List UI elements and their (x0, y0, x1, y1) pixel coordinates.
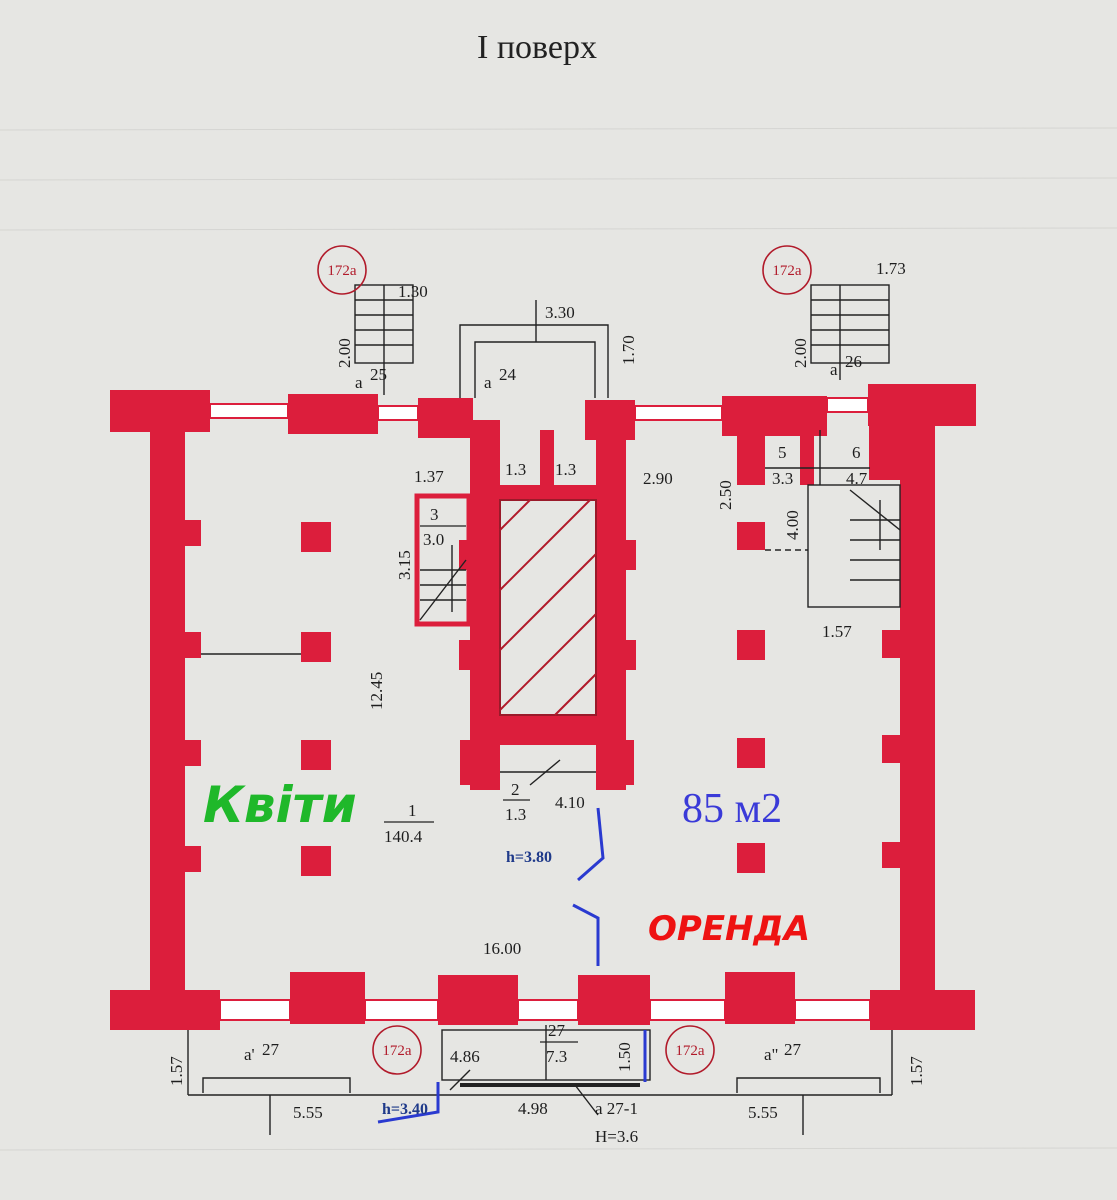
building-ref-bottom-left: 172а (382, 1043, 412, 1059)
overlay-flowers: Квіти (203, 776, 357, 834)
annex-a26-number: 26 (845, 352, 862, 371)
dim-4-86: 4.86 (450, 1047, 480, 1066)
dim-4-00: 4.00 (783, 510, 802, 540)
page-title: І поверх (477, 29, 597, 66)
walls (110, 384, 976, 1030)
dim-2-50: 2.50 (716, 480, 735, 510)
annex-a27-right-letter: а" (764, 1045, 779, 1064)
dim-16-00: 16.00 (483, 939, 521, 958)
annex-a27-left-number: 27 (262, 1040, 280, 1059)
room-2-area: 1.3 (505, 805, 526, 824)
overlay-area: 85 м2 (682, 786, 782, 832)
dim-2-90: 2.90 (643, 469, 673, 488)
room-5-number: 5 (778, 443, 787, 462)
dim-1-57-left: 1.57 (167, 1056, 186, 1086)
dim-1-57-right: 1.57 (907, 1056, 926, 1086)
building-ref-top-right: 172а (772, 263, 802, 279)
dim-12-45: 12.45 (367, 672, 386, 710)
annex-a24-number: 24 (499, 365, 517, 384)
room-labels: 1 140.4 2 1.3 3 3.0 5 3.3 6 4.7 1.3 1.3 … (384, 443, 868, 1066)
dim-4-98: 4.98 (518, 1099, 548, 1118)
room-5-area: 3.3 (772, 469, 793, 488)
height-lower: h=3.40 (382, 1101, 428, 1118)
overlay-rent: ОРЕНДА (648, 909, 810, 949)
annex-a27-left-letter: а' (244, 1045, 255, 1064)
page-background (0, 127, 1117, 1151)
building-ref-badges: 172а 172а 172а 172а (317, 245, 812, 1075)
annex-a25-letter: а (355, 373, 363, 392)
annex-height-H: Н=3.6 (595, 1127, 638, 1146)
room-2-number: 2 (511, 780, 520, 799)
room-1-area: 140.4 (384, 827, 423, 846)
room-1-number: 1 (408, 801, 417, 820)
dim-5-55-left: 5.55 (293, 1103, 323, 1122)
height-main: h=3.80 (506, 849, 552, 866)
dim-stair-left-width: 1.30 (398, 282, 428, 301)
dim-1-37: 1.37 (414, 467, 444, 486)
building-ref-bottom-right: 172а (675, 1043, 705, 1059)
dim-stair-right-width: 1.73 (876, 259, 906, 278)
building-ref-top-left: 172а (327, 263, 357, 279)
annex-a26-letter: а (830, 360, 838, 379)
room-27-number: 27 (548, 1021, 566, 1040)
dim-1-57-mid: 1.57 (822, 622, 852, 641)
dim-1-50: 1.50 (615, 1042, 634, 1072)
room-3-number: 3 (430, 505, 439, 524)
dim-stair-left-height: 2.00 (335, 338, 354, 368)
dim-entrance-width: 3.30 (545, 303, 575, 322)
dim-entrance-height: 1.70 (619, 335, 638, 365)
annex-a25-number: 25 (370, 365, 387, 384)
annex-labels: а 25 а 24 а 26 а' 27 а" 27 а 27-1 Н=3.6 (244, 352, 862, 1146)
dim-5-55-right: 5.55 (748, 1103, 778, 1122)
wc-b-area: 1.3 (555, 460, 576, 479)
wc-a-area: 1.3 (505, 460, 526, 479)
dim-4-10: 4.10 (555, 793, 585, 812)
annex-a24-letter: а (484, 373, 492, 392)
stairs (187, 284, 901, 1135)
room-6-area: 4.7 (846, 469, 868, 488)
dim-3-15: 3.15 (395, 550, 414, 580)
partition-marker (377, 807, 647, 1124)
annex-a27-right-number: 27 (784, 1040, 802, 1059)
room-6-number: 6 (852, 443, 861, 462)
shaft-hatch (499, 499, 597, 716)
room-27-area: 7.3 (546, 1047, 567, 1066)
dimension-labels: 1.30 2.00 3.30 1.70 1.73 2.00 1.37 3.15 … (167, 259, 926, 1122)
room-3-area: 3.0 (423, 530, 444, 549)
dim-stair-right-height: 2.00 (791, 338, 810, 368)
annex-a27-1: а 27-1 (595, 1099, 638, 1118)
